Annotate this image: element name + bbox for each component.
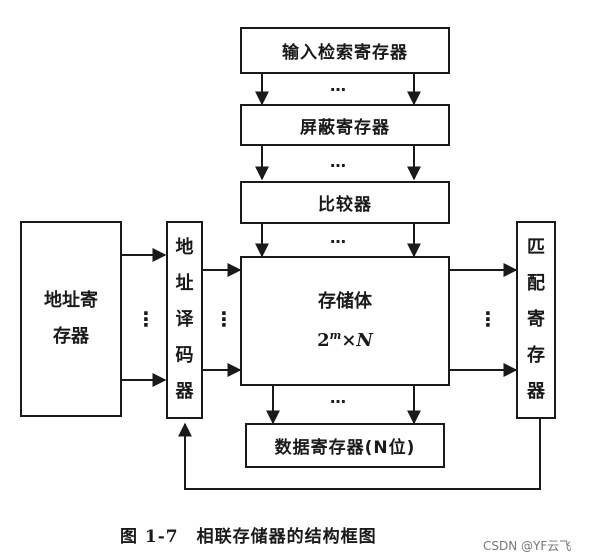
match-register-char-5: 器 [527, 381, 545, 402]
ellipsis-memory-match: ⋮ [478, 307, 498, 331]
ellipsis-decoder-memory: ⋮ [214, 307, 234, 331]
memory-size-base: 2 [317, 329, 330, 351]
address-decoder-char-4: 码 [175, 345, 194, 366]
match-register-char-2: 配 [527, 273, 545, 294]
memory-size-exponent: m [329, 328, 342, 342]
ellipsis-mask-comparator: … [330, 152, 346, 171]
match-register-char-1: 匹 [527, 237, 545, 258]
address-decoder-char-1: 地 [175, 237, 194, 258]
ellipsis-memory-data: … [330, 388, 346, 407]
address-register-line-2: 存器 [53, 326, 89, 347]
address-decoder: 地 址 译 码 器 [166, 221, 203, 419]
memory-size-rest: ×N [341, 329, 373, 351]
address-register-line-1: 地址寄 [44, 290, 98, 311]
memory-array-title: 存储体 [318, 290, 372, 312]
address-decoder-char-3: 译 [175, 309, 194, 330]
watermark: CSDN @YF云飞 [483, 539, 572, 553]
match-register-char-3: 寄 [527, 309, 545, 330]
wire-match-feedback-to-decoder [178, 419, 541, 490]
comparator-label: 比较器 [318, 195, 372, 215]
address-register: 地址寄 存器 [20, 221, 122, 417]
memory-array: 存储体 2m×N [240, 256, 450, 386]
match-register-char-4: 存 [527, 345, 545, 366]
mask-register: 屏蔽寄存器 [240, 104, 450, 146]
comparator: 比较器 [240, 181, 450, 224]
ellipsis-input-mask: … [330, 76, 346, 95]
mask-register-label: 屏蔽寄存器 [300, 117, 390, 138]
address-decoder-char-2: 址 [175, 273, 194, 294]
match-register: 匹 配 寄 存 器 [516, 221, 556, 419]
input-search-register: 输入检索寄存器 [240, 27, 450, 74]
address-decoder-char-5: 器 [175, 381, 194, 402]
data-register: 数据寄存器(N位) [245, 423, 445, 468]
ellipsis-addrreg-decoder: ⋮ [136, 307, 156, 331]
data-register-label: 数据寄存器(N位) [274, 438, 416, 458]
ellipsis-comparator-memory: … [330, 228, 346, 247]
memory-array-size: 2m×N [317, 319, 373, 358]
figure-caption: 图 1-7 相联存储器的结构框图 [120, 527, 377, 547]
input-search-register-label: 输入检索寄存器 [282, 43, 408, 63]
